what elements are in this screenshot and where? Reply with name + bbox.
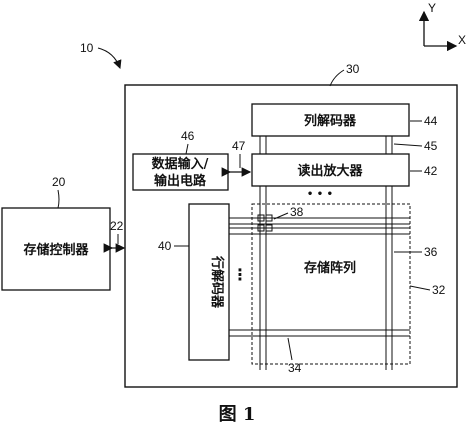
row-decoder-label: 行解码器 [209,255,225,309]
memory-cell [265,214,273,222]
ref-column-lines: 45 [424,139,438,153]
data-io-label-line1: 数据输入/ [152,156,209,172]
memory-device-box [124,84,458,388]
x-axis-label: X [458,33,466,47]
ref-system: 10 [80,41,94,55]
row-ellipsis: ⋮ [232,265,248,284]
ref-array-boundary: 32 [432,283,446,297]
sense-amplifier-label: 读出放大器 [297,163,363,179]
column-decoder-label: 列解码器 [304,113,357,129]
ref-memory-device: 30 [346,62,360,76]
storage-controller-label: 存储控制器 [23,242,89,258]
leader-system [97,47,122,70]
ref-column-decoder: 44 [424,114,438,128]
sense-amplifier-box [251,153,410,187]
memory-array-label: 存储阵列 [304,260,356,276]
memory-cell [257,214,265,222]
leader-data-io [185,143,189,155]
ref-memory-cell: 38 [290,205,304,219]
leader-storage-controller [57,189,60,209]
ref-io-link: 47 [232,139,246,153]
ref-data-io: 46 [181,129,195,143]
ref-sense-amplifier: 42 [424,164,438,178]
y-axis-label: Y [428,1,436,15]
ref-storage-controller: 20 [52,175,66,189]
memory-cell [257,224,265,232]
memory-cell [265,224,273,232]
leader-array-boundary [409,285,431,291]
row-decoder-box [188,203,230,361]
ref-memory-array: 36 [424,245,438,259]
leader-memory-device [329,69,345,87]
column-ellipsis: • • • [307,189,333,200]
figure-caption: 图 1 [219,404,256,425]
axis-indicator [418,10,458,52]
array-boundary [251,203,411,365]
column-lines [259,136,393,370]
leader-memory-cell [273,212,289,220]
ref-row-lines: 34 [288,361,302,375]
column-decoder-box [251,103,410,137]
leader-column-lines [393,143,423,147]
data-io-label-line2: 输出电路 [154,173,207,189]
ref-row-decoder: 40 [158,239,172,253]
leader-row-lines [287,337,293,361]
row-lines [229,217,410,337]
memory-cell-group [257,214,273,232]
ref-interface-bus: 22 [110,219,124,233]
